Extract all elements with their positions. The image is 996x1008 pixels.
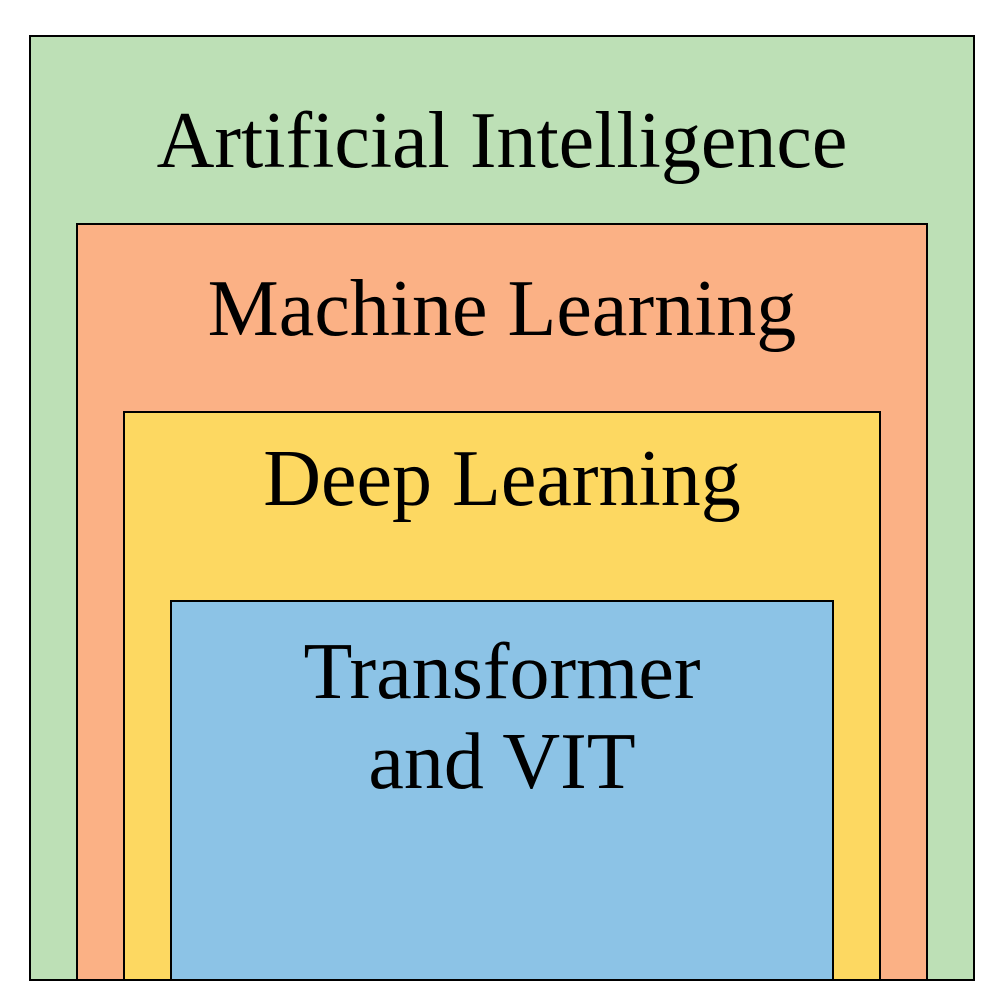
deep-learning-label: Deep Learning bbox=[263, 435, 741, 523]
transformer-label: Transformer and VIT bbox=[172, 628, 832, 807]
deep-learning-box: Deep Learning Transformer and VIT bbox=[123, 411, 881, 981]
artificial-intelligence-box: Artificial Intelligence Machine Learning… bbox=[29, 35, 975, 981]
machine-learning-box: Machine Learning Deep Learning Transform… bbox=[76, 223, 928, 981]
transformer-box: Transformer and VIT bbox=[170, 600, 834, 981]
transformer-label-line-1: Transformer bbox=[303, 628, 701, 716]
transformer-label-line-2: and VIT bbox=[368, 717, 636, 806]
artificial-intelligence-label: Artificial Intelligence bbox=[156, 97, 848, 185]
machine-learning-label: Machine Learning bbox=[207, 265, 797, 353]
